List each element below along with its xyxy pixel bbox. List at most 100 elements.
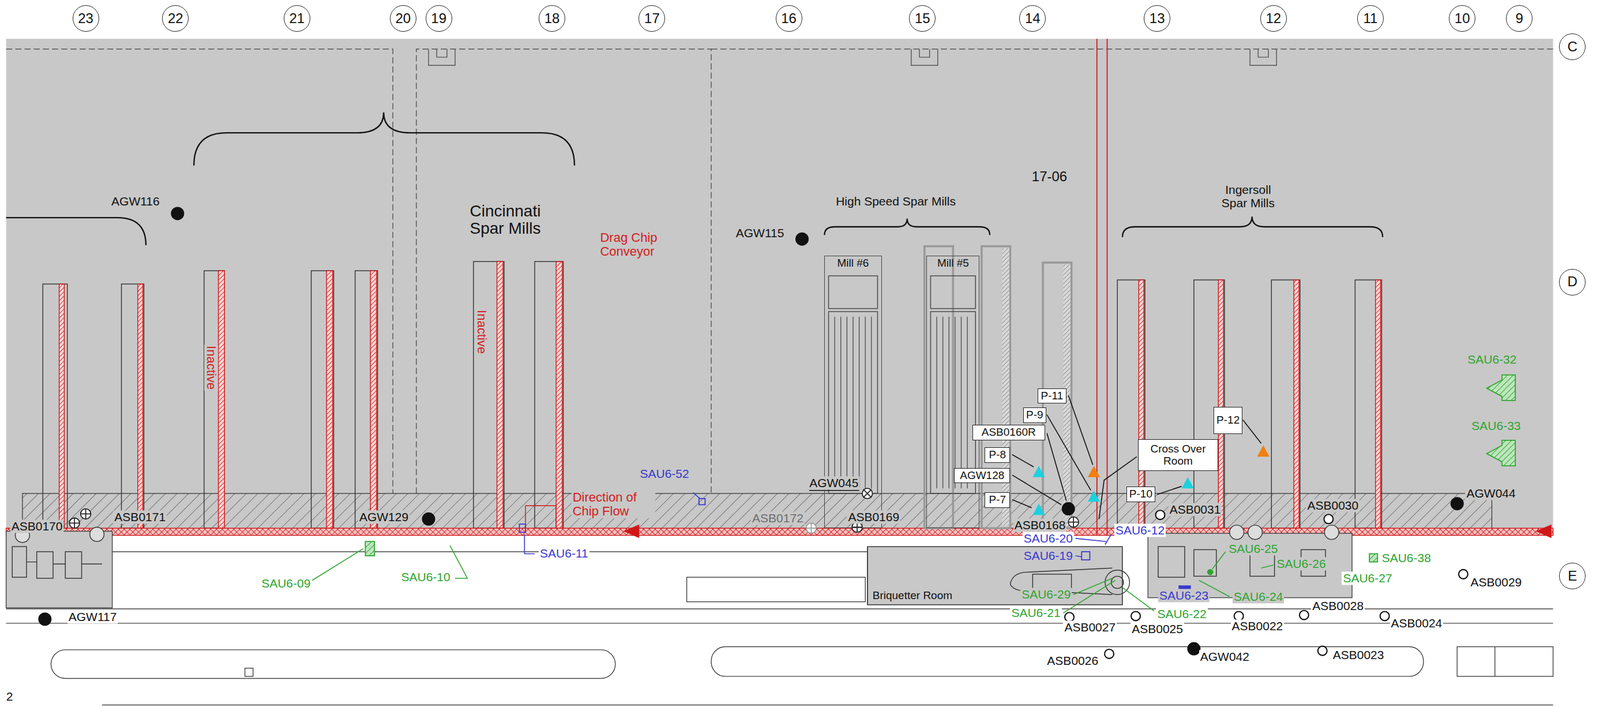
callout-box: ASB0160R [972, 424, 1046, 441]
grid-bubble: 20 [389, 5, 417, 32]
sample-points [1323, 513, 1333, 524]
markers [1369, 553, 1378, 562]
machinery [65, 551, 82, 578]
drag-chip-conveyor [1375, 279, 1381, 528]
markers [1181, 477, 1194, 488]
map-label: SAU6-11 [538, 546, 590, 561]
high-speed-mills [834, 316, 872, 488]
grid-bubble: 17 [638, 5, 666, 32]
drag-chip-conveyor [1097, 38, 1108, 535]
sample-points [69, 517, 80, 529]
leader-lines [1075, 538, 1107, 542]
grid-bubble: 16 [775, 5, 803, 32]
drag-chip-conveyor [1536, 524, 1551, 537]
map-label: SAU6-24 [1232, 589, 1284, 603]
high-speed-mills [828, 311, 878, 494]
leader-lines [1157, 486, 1182, 495]
drag-chip-conveyor [6, 38, 1554, 537]
spar-mill-beds [473, 261, 505, 528]
map-label: Drag Chip Conveyor [598, 230, 683, 259]
map-label: ASB0031 [1168, 502, 1223, 517]
map-label: ASB0022 [1230, 619, 1285, 633]
drag-chip-conveyor [1293, 279, 1299, 528]
map-label: AGW044 [1465, 486, 1517, 500]
node-text: P-10 [1129, 487, 1153, 501]
node-text: 19 [430, 10, 447, 26]
machinery [89, 526, 105, 542]
node-text: P-12 [1216, 414, 1240, 427]
leader-lines [1068, 395, 1093, 465]
leader-lines [449, 545, 468, 578]
ground [6, 38, 1554, 531]
spar-mill-beds [1193, 279, 1225, 528]
markers [1486, 440, 1516, 466]
lower-corridor [1494, 646, 1496, 676]
lower-corridor [50, 649, 615, 679]
map-label: AGW042 [1199, 650, 1251, 664]
mill-outline: Mill #5 [926, 255, 980, 529]
spar-mill-beds [534, 261, 564, 528]
node-text: 16 [780, 10, 797, 26]
leader-lines [524, 534, 535, 554]
node-text: AGW128 [959, 469, 1005, 482]
brackets [6, 112, 1384, 246]
drag-chip-conveyor [59, 283, 65, 528]
node-text: 21 [288, 10, 305, 26]
leader-lines [1073, 577, 1113, 595]
node-text: Briquetter Room [872, 589, 953, 602]
map-label: AGW117 [67, 610, 119, 624]
leader-lines [1122, 587, 1155, 611]
high-speed-mills [930, 275, 976, 309]
map-label: ASB0023 [1331, 647, 1386, 661]
markers [1087, 465, 1100, 477]
node-text: 12 [1266, 10, 1282, 26]
grid-bubble: 13 [1143, 5, 1171, 32]
grid-bubble: 10 [1448, 5, 1476, 32]
sample-points [1380, 610, 1390, 621]
walls [428, 49, 456, 66]
leader-lines [1242, 419, 1262, 444]
sample-points [38, 611, 52, 626]
node-text: 15 [914, 10, 931, 26]
spar-mill-beds [1271, 279, 1301, 528]
markers [365, 374, 1516, 590]
map-label: ASB0026 [1045, 654, 1100, 668]
walls [6, 49, 1554, 494]
machinery [1158, 546, 1185, 577]
node-text: 17 [644, 10, 660, 26]
lower-corridor [867, 546, 1123, 605]
markers [1257, 445, 1270, 457]
sample-points [170, 206, 184, 220]
map-label: AGW129 [358, 509, 410, 524]
map-label: SAU6-29 [1020, 587, 1072, 602]
markers [1081, 551, 1090, 560]
sample-points [1131, 610, 1141, 621]
brackets [1122, 216, 1383, 237]
node-text: 11 [1362, 10, 1378, 26]
map-label: SAU6-23 [1158, 588, 1210, 602]
drag-chip-conveyor [137, 283, 144, 528]
map-label: ASB0171 [113, 509, 167, 524]
machinery [1105, 569, 1130, 595]
walls [711, 48, 1554, 50]
lower-corridor [686, 576, 866, 602]
grid-bubble: 14 [1019, 5, 1046, 32]
high-speed-mills [828, 275, 878, 309]
node-text: 9 [1515, 10, 1524, 26]
node-text: 18 [544, 10, 561, 26]
map-label: SAU6-26 [1275, 557, 1327, 571]
leader-lines [1012, 474, 1062, 505]
map-label: AGW115 [734, 226, 786, 240]
spar-mill-beds [42, 261, 1382, 528]
markers [699, 498, 706, 505]
map-label: SAU6-22 [1155, 606, 1208, 621]
high-speed-mills [930, 311, 976, 494]
machinery [1193, 549, 1217, 576]
drag-chip-conveyor [624, 524, 640, 537]
sample-points [80, 508, 92, 520]
callout-box: P-9 [1023, 407, 1047, 423]
machinery [1229, 524, 1245, 540]
sample-points [806, 522, 817, 533]
